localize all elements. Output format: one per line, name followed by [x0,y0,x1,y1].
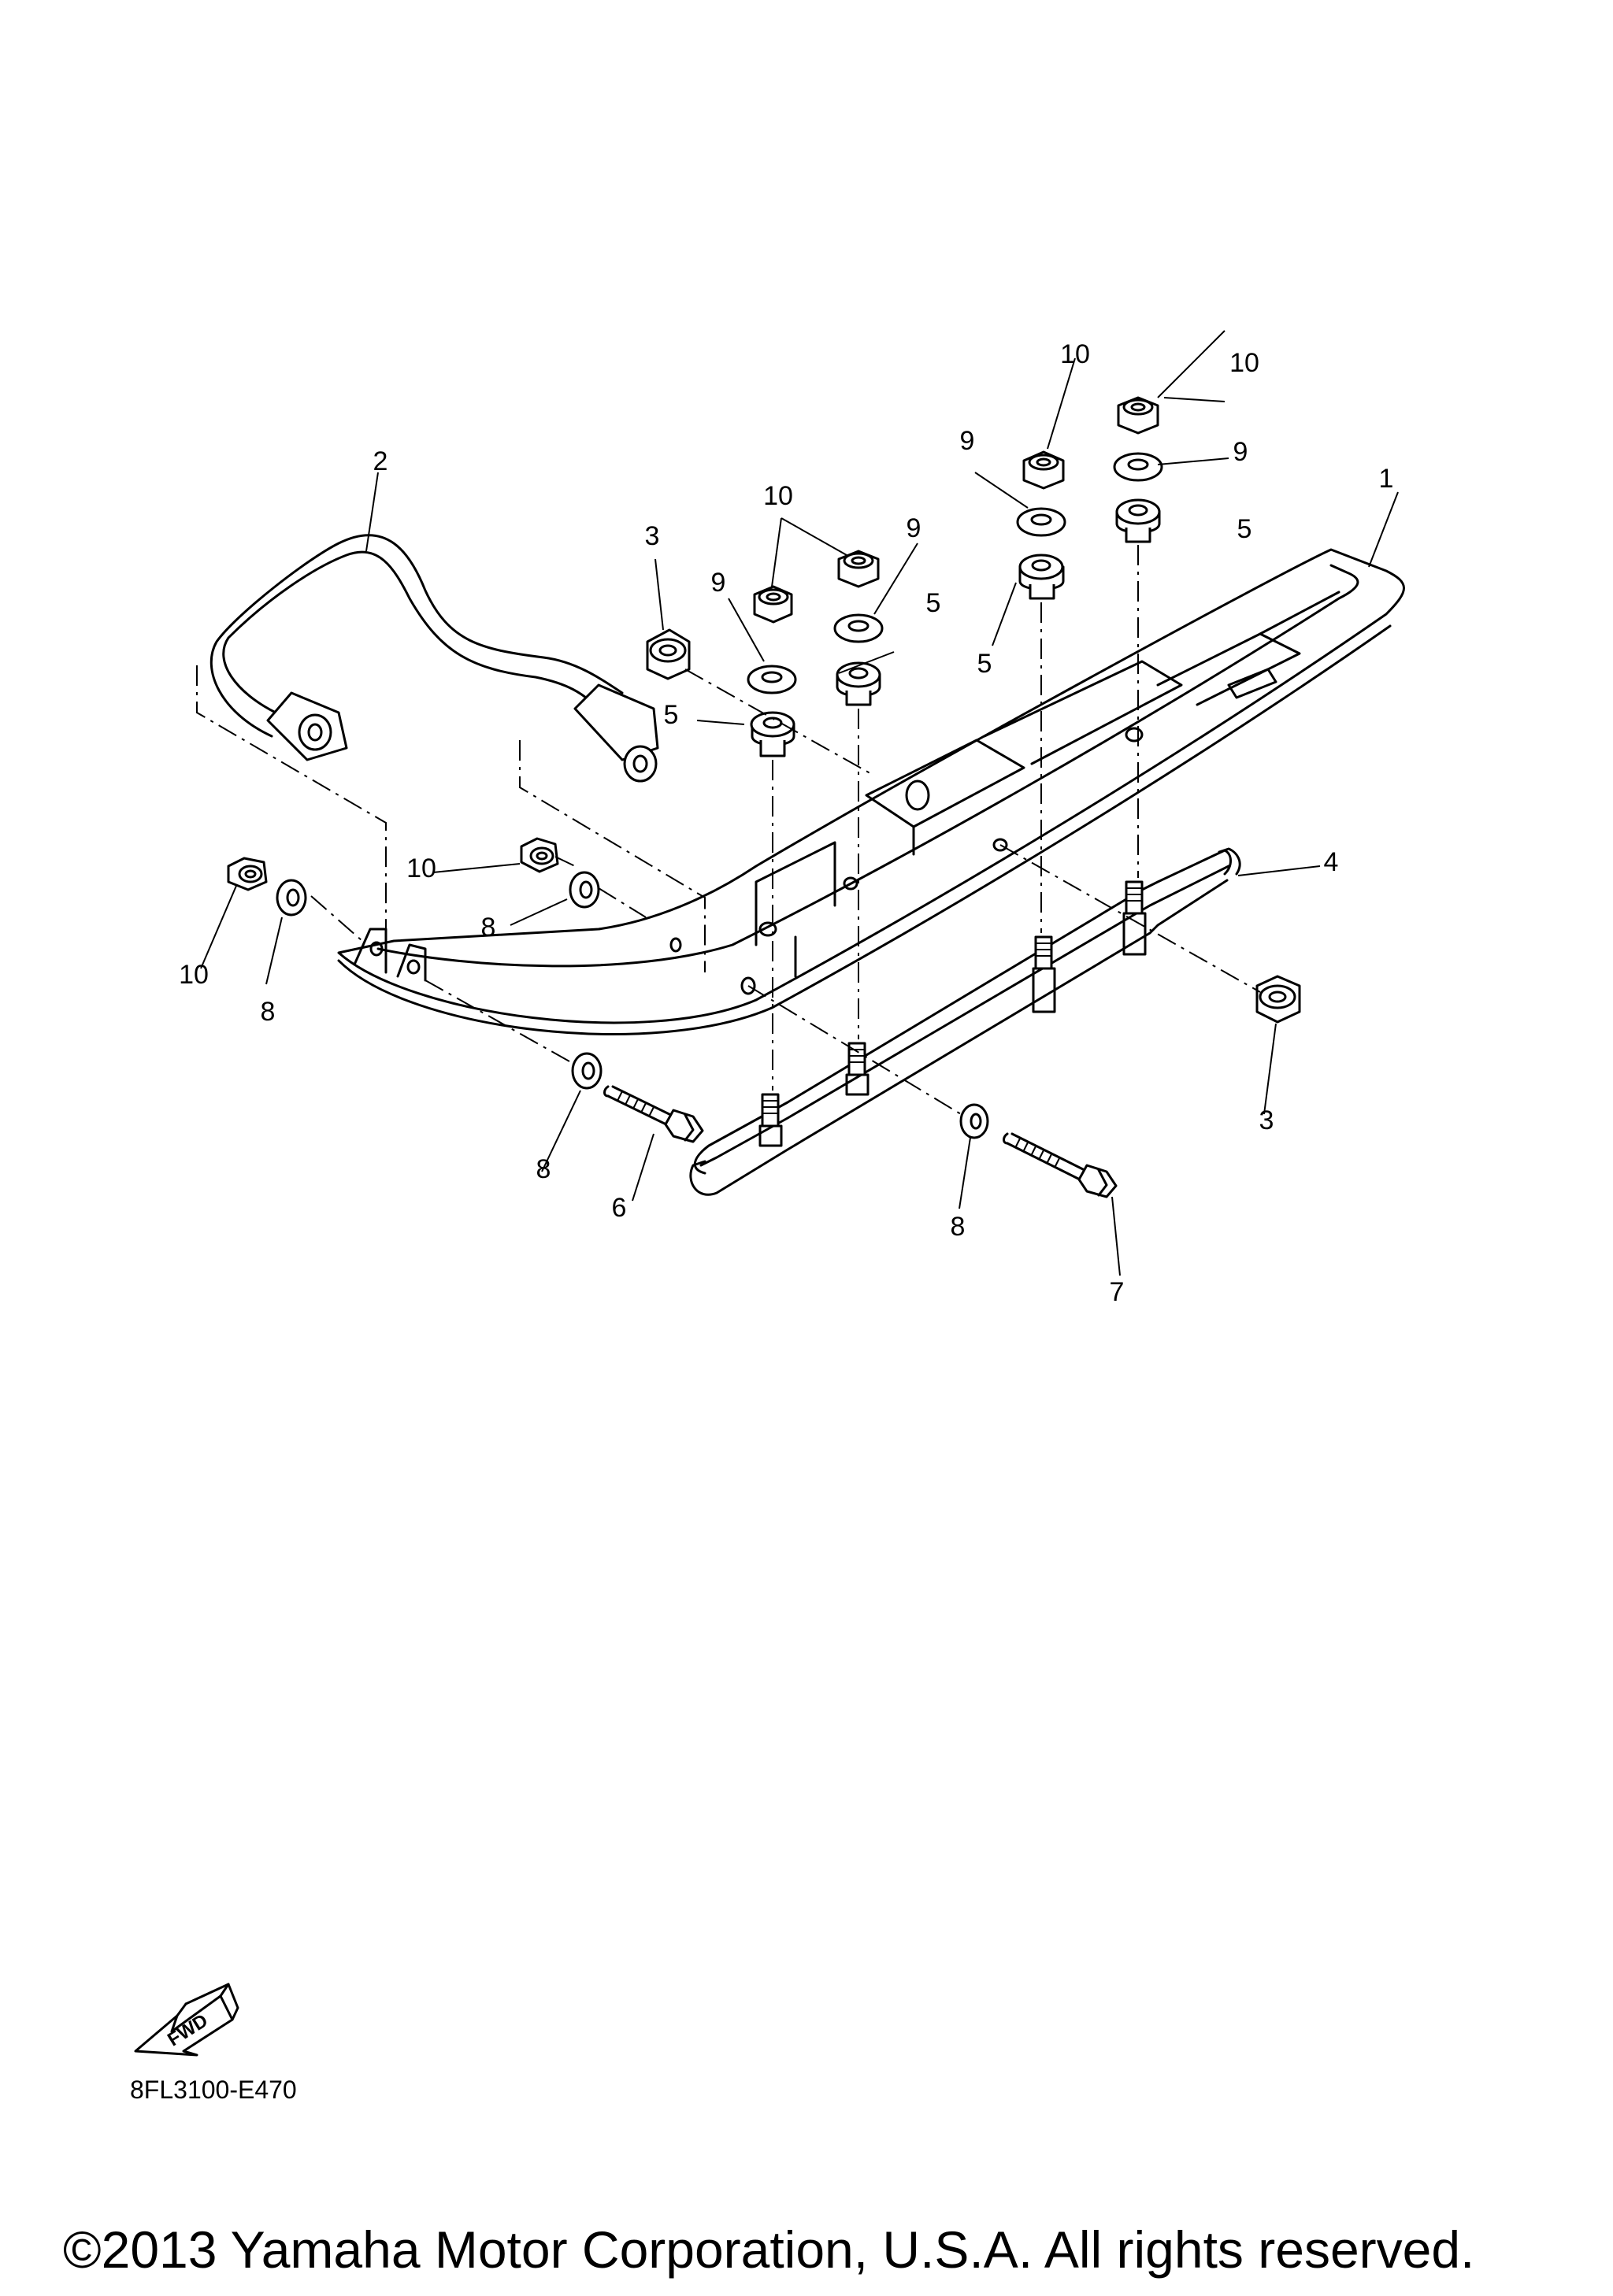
bushing-top [646,628,691,680]
callout-4: 4 [1324,847,1339,877]
wear-bar [689,847,1241,1196]
bushing-right [1255,975,1301,1024]
callout-5-mid: 5 [926,588,941,618]
stack-4 [1113,396,1163,543]
callout-10-left: 10 [179,960,209,990]
callouts: 1 2 3 3 4 5 5 5 5 6 7 8 8 8 8 9 9 9 9 10… [179,339,1393,1307]
callout-8-right: 8 [951,1212,966,1242]
washer-left [276,879,307,917]
callout-5-right: 5 [1237,514,1252,544]
callout-3-top: 3 [645,521,660,551]
callout-6: 6 [612,1193,627,1223]
washer-middle [569,871,600,909]
callout-9-right: 9 [1233,437,1248,467]
fwd-arrow-icon: FWD [134,1983,239,2057]
stack-2 [833,550,884,706]
washer-right [959,1103,989,1139]
callout-1: 1 [1379,464,1394,494]
nut-middle [520,837,559,873]
callout-7: 7 [1110,1277,1125,1307]
callout-2: 2 [373,446,388,476]
leader-lines [200,330,1399,1276]
callout-9-left: 9 [711,568,726,598]
assembly-center-lines [196,545,1261,1117]
callout-10-pair: 10 [763,481,793,511]
ski-loop [210,534,659,783]
nut-left [227,857,268,891]
callout-10-right: 10 [1229,348,1259,378]
callout-9-mid: 9 [907,513,921,543]
callout-9-stack3: 9 [960,426,975,456]
stack-3 [1016,450,1066,600]
callout-10-middle: 10 [406,854,436,883]
callout-8-left: 8 [261,997,276,1027]
bolt-7 [1003,1132,1118,1198]
diagram-code: 8FL3100-E470 [130,2076,297,2104]
callout-5-stack3: 5 [977,649,992,679]
callout-5-left: 5 [664,700,679,730]
callout-8-middle: 8 [481,913,496,942]
washer-lower [571,1052,603,1090]
callout-10-stack3: 10 [1060,339,1090,369]
callout-8-lower: 8 [536,1154,551,1184]
copyright-notice: ©2013 Yamaha Motor Corporation, U.S.A. A… [63,2220,1474,2279]
bolt-6 [603,1085,704,1143]
stack-1 [747,585,797,757]
callout-3-right: 3 [1259,1105,1274,1135]
